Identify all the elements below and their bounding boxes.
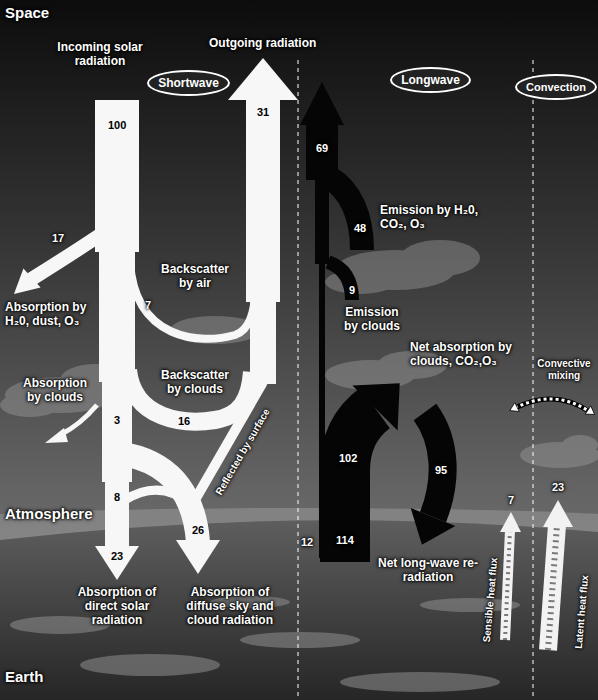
flow-value: 3 <box>114 414 120 427</box>
flow-label: Absorption by clouds <box>17 376 93 404</box>
flow-label: Convective mixing <box>534 358 594 382</box>
convective-mixing-arrow-part <box>515 399 590 412</box>
shortwave-flows-part <box>246 98 280 302</box>
flow-label: Net long-wave re-radiation <box>373 556 483 584</box>
flow-label: Emission by clouds <box>337 305 407 333</box>
longwave-flows-part <box>328 262 352 300</box>
flow-value: 26 <box>192 524 204 537</box>
flow-label: Emission by H₂0, CO₂, O₃ <box>380 203 498 231</box>
flow-label: Incoming solar radiation <box>54 40 146 68</box>
heat-flux-arrows <box>500 500 573 650</box>
flow-value: 69 <box>316 142 328 155</box>
shortwave-arrowheads-part <box>45 428 68 443</box>
flow-value: 23 <box>111 550 123 563</box>
region-name: Space <box>5 4 49 22</box>
flow-value: 102 <box>339 452 357 465</box>
heat-flux-arrows-part <box>548 525 557 650</box>
flow-value: 7 <box>145 299 151 312</box>
section-divider-part <box>533 60 534 700</box>
heat-flux-arrows-part <box>543 500 573 527</box>
oval-label: Shortwave <box>158 76 219 90</box>
category-oval: Shortwave <box>147 70 230 96</box>
shortwave-arrowheads-part <box>228 58 298 100</box>
atmosphere-clouds <box>0 240 598 468</box>
flow-value: 8 <box>114 491 120 504</box>
longwave-arrowheads-part <box>411 508 456 545</box>
oval-label: Convection <box>526 80 586 94</box>
earth-clouds-part <box>240 632 360 648</box>
shortwave-arrowheads-part <box>95 546 139 580</box>
heat-flux-arrows-part <box>505 530 510 640</box>
flow-label: Backscatter by air <box>155 262 235 290</box>
flow-value: 7 <box>508 494 514 507</box>
longwave-arrowheads-part <box>300 82 344 125</box>
convective-mixing-arrow-part <box>510 403 519 412</box>
flow-value: 23 <box>552 481 564 494</box>
shortwave-flows-part <box>30 235 100 280</box>
shortwave-flows-part <box>250 300 276 384</box>
flow-value: 95 <box>435 464 447 477</box>
flow-value: 31 <box>257 106 269 119</box>
shortwave-flows-part <box>95 100 139 252</box>
longwave-arrowheads-part <box>352 383 399 430</box>
shortwave-flows-part <box>105 480 129 548</box>
flow-value: 16 <box>178 415 190 428</box>
convective-mixing-arrow <box>510 399 595 415</box>
flow-value: 48 <box>354 222 366 235</box>
section-divider-part <box>298 60 299 700</box>
shortwave-flows-part <box>125 490 192 505</box>
earth-clouds-part <box>340 672 500 692</box>
region-name: Earth <box>5 668 43 686</box>
flow-label: Outgoing radiation <box>209 36 316 50</box>
flow-value: 17 <box>52 232 64 245</box>
flow-label: Absorption of diffuse sky and cloud radi… <box>174 585 286 627</box>
flow-label: Net absorption by clouds, CO₂,O₃ <box>410 340 520 368</box>
longwave-flows-part <box>330 178 362 250</box>
category-oval: Longwave <box>390 67 471 93</box>
flow-label: Absorption by H₂0, dust, O₃ <box>5 300 87 328</box>
heat-flux-arrows-part <box>505 530 510 640</box>
convective-mixing-arrow-part <box>515 399 590 412</box>
flow-value: 100 <box>108 119 126 132</box>
earth-clouds-part <box>80 654 220 676</box>
shortwave-flows-part <box>60 405 97 435</box>
flow-label: Absorption of direct solar radiation <box>69 585 165 627</box>
shortwave-arrowheads-part <box>176 540 220 574</box>
flow-value: 12 <box>301 536 313 549</box>
oval-label: Longwave <box>401 73 460 87</box>
section-divider <box>298 60 533 700</box>
convective-mixing-arrow-part <box>585 406 594 415</box>
longwave-flows-part <box>306 123 338 180</box>
longwave-flows-part <box>315 178 329 264</box>
atmosphere-clouds-part <box>562 435 598 455</box>
shortwave-flows-part <box>130 262 255 339</box>
flow-label: Backscatter by clouds <box>157 368 233 396</box>
atmosphere-clouds-part <box>400 240 480 276</box>
heat-flux-arrows-part <box>548 525 557 650</box>
heat-flux-arrows-part <box>500 512 521 532</box>
longwave-arrowheads <box>300 82 455 545</box>
region-name: Atmosphere <box>5 505 93 523</box>
background-part <box>0 520 598 700</box>
flow-value: 9 <box>349 284 355 297</box>
category-oval: Convection <box>515 74 597 100</box>
flow-value: 114 <box>336 534 354 547</box>
shortwave-arrowheads-part <box>14 268 41 294</box>
